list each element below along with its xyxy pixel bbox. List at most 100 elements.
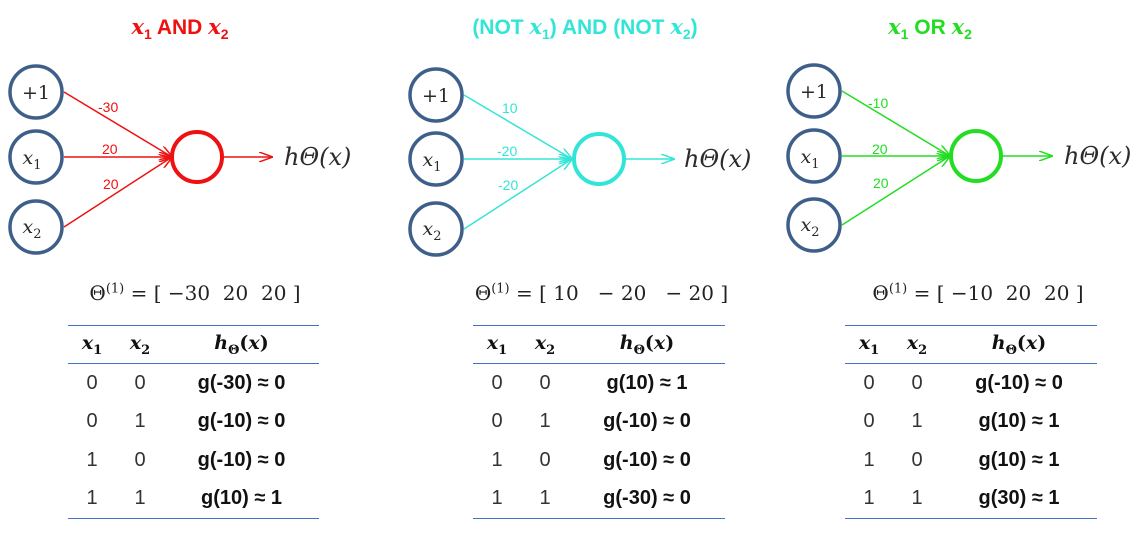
input-node-x1	[786, 128, 842, 184]
node-label: +1	[800, 81, 828, 103]
table-part: 1	[870, 342, 880, 358]
column-header: x2	[893, 325, 941, 364]
input-node-bias	[408, 67, 464, 123]
table-cell: 1	[911, 487, 923, 510]
column-header: hΘ(x)	[941, 325, 1097, 364]
node-label: x	[423, 149, 434, 171]
panel-title: x1 AND x2	[0, 14, 360, 42]
table-part: )	[665, 331, 675, 354]
weight-x2: 20	[873, 175, 889, 191]
table-part: (	[239, 331, 249, 354]
formula-part: (NOT	[472, 16, 530, 39]
table-part: x1 x2 hΘ(x)	[473, 325, 725, 364]
formula-part: [ −10 20 20 ]	[936, 281, 1084, 305]
table-part: 1	[93, 342, 103, 358]
node-label: x	[23, 147, 34, 169]
table-part: x	[534, 331, 547, 354]
table-cell: 1	[491, 487, 503, 510]
edge-bias	[841, 90, 950, 156]
table-cell: g(10) ≈ 1	[978, 448, 1060, 471]
hidden-node	[170, 130, 224, 184]
formula-part: (NOT	[613, 16, 671, 39]
formula-part: 2	[964, 26, 972, 43]
panel-title: x1 OR x2	[780, 14, 1080, 42]
theta-vector: Θ(1) = [ −10 20 20 ]	[872, 281, 1084, 305]
node-label: x1	[23, 147, 42, 173]
panel-and: x1 AND x2 +1 x1 x2 -30 20 20 hΘ(x) Θ(1) …	[0, 0, 380, 535]
node-label: x	[23, 216, 34, 238]
node-label: x2	[801, 214, 820, 240]
node-label: x1	[801, 146, 820, 172]
formula-part: x	[529, 14, 542, 39]
panel-nor-and: (NOT x1) AND (NOT x2) +1 x1 x2 10 -20 -2…	[400, 0, 770, 535]
column-header: x2	[116, 325, 164, 364]
table-cell: 1	[491, 448, 503, 471]
formula-part: x	[951, 14, 965, 39]
node-label: x2	[423, 218, 442, 244]
table-cell: g(-10) ≈ 0	[603, 410, 691, 433]
node-label: +1	[422, 85, 450, 107]
weight-bias: -10	[868, 95, 888, 111]
formula-part: x	[131, 14, 144, 39]
output-label: hΘ(x)	[684, 145, 751, 173]
table-part: 2	[918, 342, 928, 358]
table-cell: 0	[491, 371, 503, 394]
table-part: 2	[141, 342, 151, 358]
table-cell: 1	[911, 410, 923, 433]
node-label: x	[801, 214, 812, 236]
table-cell: 0	[911, 448, 923, 471]
weight-x1: -20	[497, 143, 517, 159]
hidden-node	[949, 129, 1003, 183]
table-part: (	[644, 331, 654, 354]
table-part: h	[214, 331, 229, 354]
table-part: )	[1037, 331, 1047, 354]
table-cell: g(30) ≈ 1	[978, 487, 1060, 510]
edge-x2	[841, 156, 950, 226]
input-node-bias	[786, 63, 842, 119]
hidden-node	[572, 132, 626, 186]
table-cell: 1	[86, 487, 98, 510]
formula-part: [ −30 20 20 ]	[153, 281, 301, 305]
output-label: hΘ(x)	[284, 143, 351, 171]
table-cell: 1	[134, 410, 146, 433]
column-header: hΘ(x)	[569, 325, 725, 364]
table-part: )	[259, 331, 269, 354]
table-cell: 1	[86, 448, 98, 471]
table-part: x1 x2 hΘ(x)	[68, 325, 319, 364]
formula-part: x	[888, 14, 901, 39]
table-part: 1	[498, 342, 508, 358]
table-cell: 0	[86, 410, 98, 433]
table-part: Θ	[633, 342, 645, 358]
table-cell: g(-10) ≈ 0	[975, 371, 1063, 394]
node-label: x2	[23, 216, 42, 242]
table-part: x	[906, 331, 919, 354]
table-cell: g(10) ≈ 1	[201, 487, 282, 510]
node-label: x	[423, 218, 434, 240]
network-diagram: +1 x1 x2 -30 20 20 hΘ(x)	[8, 64, 351, 255]
node-label: 2	[811, 225, 819, 240]
table-cell: g(10) ≈ 1	[978, 410, 1060, 433]
table-cell: g(-10) ≈ 0	[197, 448, 286, 471]
table-cell: g(10) ≈ 1	[606, 371, 688, 394]
table-cell: 0	[134, 371, 146, 394]
table-part: x	[486, 331, 499, 354]
weight-x2: 20	[103, 176, 119, 192]
formula-part: x	[670, 14, 683, 39]
column-header: x1	[845, 325, 893, 364]
table-cell: 0	[491, 410, 503, 433]
edge-bias	[463, 94, 572, 159]
formula-part: 1	[144, 26, 152, 43]
table-part: 2	[546, 342, 556, 358]
node-label: x	[801, 146, 812, 168]
table-cell: 0	[863, 371, 875, 394]
table-cell: g(-30) ≈ 0	[197, 371, 286, 394]
panel-or: x1 OR x2 +1 x1 x2 -10 20 20 hΘ(x) Θ(1) =…	[780, 0, 1146, 535]
